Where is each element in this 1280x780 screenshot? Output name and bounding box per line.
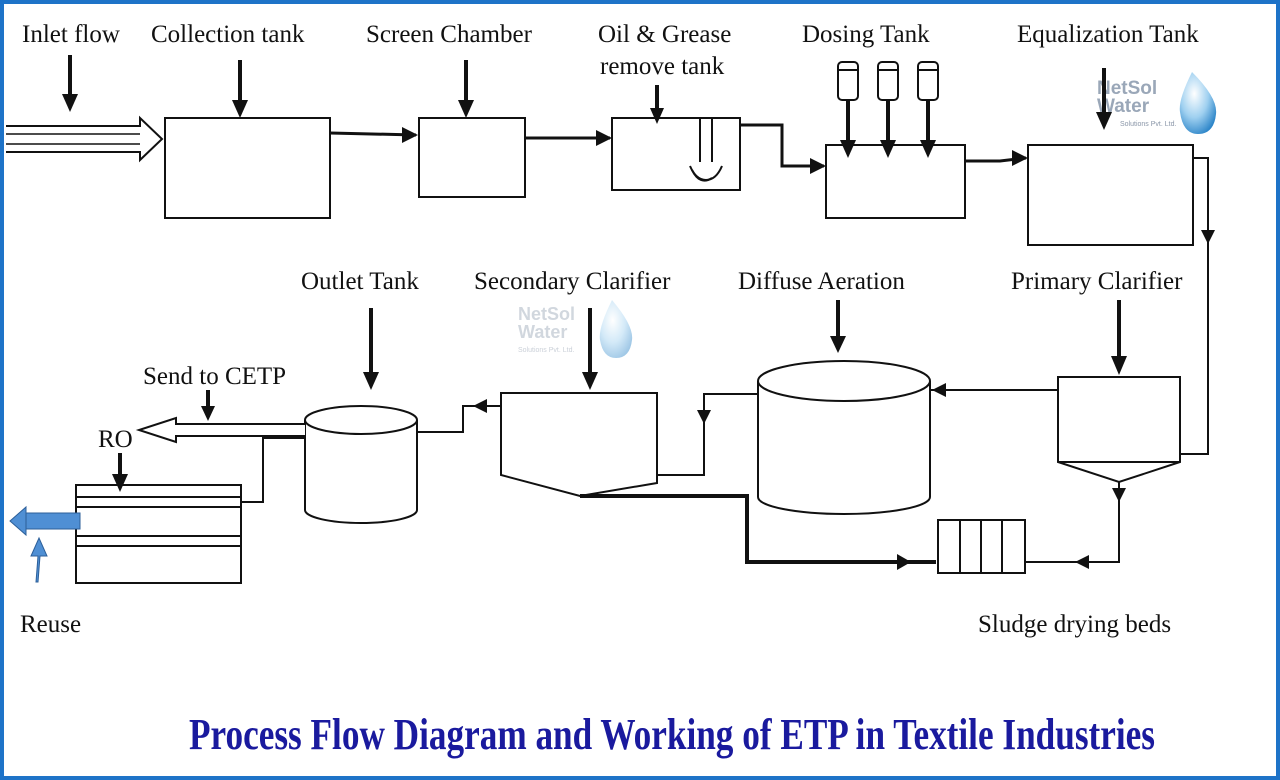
flow-arrowheads [402,127,1215,570]
secondary-clarifier [500,392,658,498]
collection-tank [164,117,331,219]
equalization-tank [1027,144,1194,246]
page-title: Process Flow Diagram and Working of ETP … [189,710,1155,759]
label-equalization-tank: Equalization Tank [1017,21,1199,48]
dosing-bottles [837,61,939,101]
label-oil-grease-line1: Oil & Grease [598,21,731,48]
netsol-watermark-logo: NetSol Water Solutions Pvt. Ltd. [518,300,633,358]
etp-process-diagram: NetSol Water Solutions Pvt. Ltd. NetSol … [6,21,1217,759]
label-reuse: Reuse [20,611,81,638]
sludge-line [580,494,936,564]
logo-tagline: Solutions Pvt. Ltd. [1120,121,1176,128]
diffuse-aeration-tank [757,360,931,515]
inlet-arrow [6,115,164,163]
label-ro: RO [98,426,133,453]
outlet-tank [304,405,418,524]
return-lines [241,157,1209,563]
pointer-arrows [68,55,1121,477]
label-screen-chamber: Screen Chamber [366,21,533,48]
sludge-drying-beds [937,519,1026,574]
label-diffuse-aeration: Diffuse Aeration [738,268,905,295]
label-send-to-cetp: Send to CETP [143,363,286,390]
label-primary-clarifier: Primary Clarifier [1011,268,1183,295]
logo-line2: Water [1097,96,1150,117]
pointer-arrowheads [62,94,1127,492]
netsol-logo: NetSol Water Solutions Pvt. Ltd. [1097,72,1217,134]
label-inlet-flow: Inlet flow [22,21,120,48]
label-outlet-tank: Outlet Tank [301,268,419,295]
primary-clarifier [1057,376,1181,484]
label-collection-tank: Collection tank [151,21,305,48]
label-oil-grease-line2: remove tank [600,53,725,80]
watermark-line1: NetSol [518,304,575,324]
skimmer-icon [689,118,723,182]
label-sludge-drying-beds: Sludge drying beds [978,611,1171,638]
label-dosing-tank: Dosing Tank [802,21,930,48]
ro-unit [75,484,242,584]
watermark-line2: Water [518,322,567,342]
label-secondary-clarifier: Secondary Clarifier [474,268,671,295]
dosing-bottle-3 [917,61,939,101]
oil-grease-tank [611,117,741,191]
cetp-arrow [135,416,305,444]
watermark-tagline: Solutions Pvt. Ltd. [518,347,574,354]
dosing-bottle-1 [837,61,859,101]
dosing-tank [825,144,966,219]
logo-line1: NetSol [1097,78,1157,99]
screen-chamber [418,117,526,198]
reuse-arrow [9,505,81,583]
dosing-bottle-2 [877,61,899,101]
